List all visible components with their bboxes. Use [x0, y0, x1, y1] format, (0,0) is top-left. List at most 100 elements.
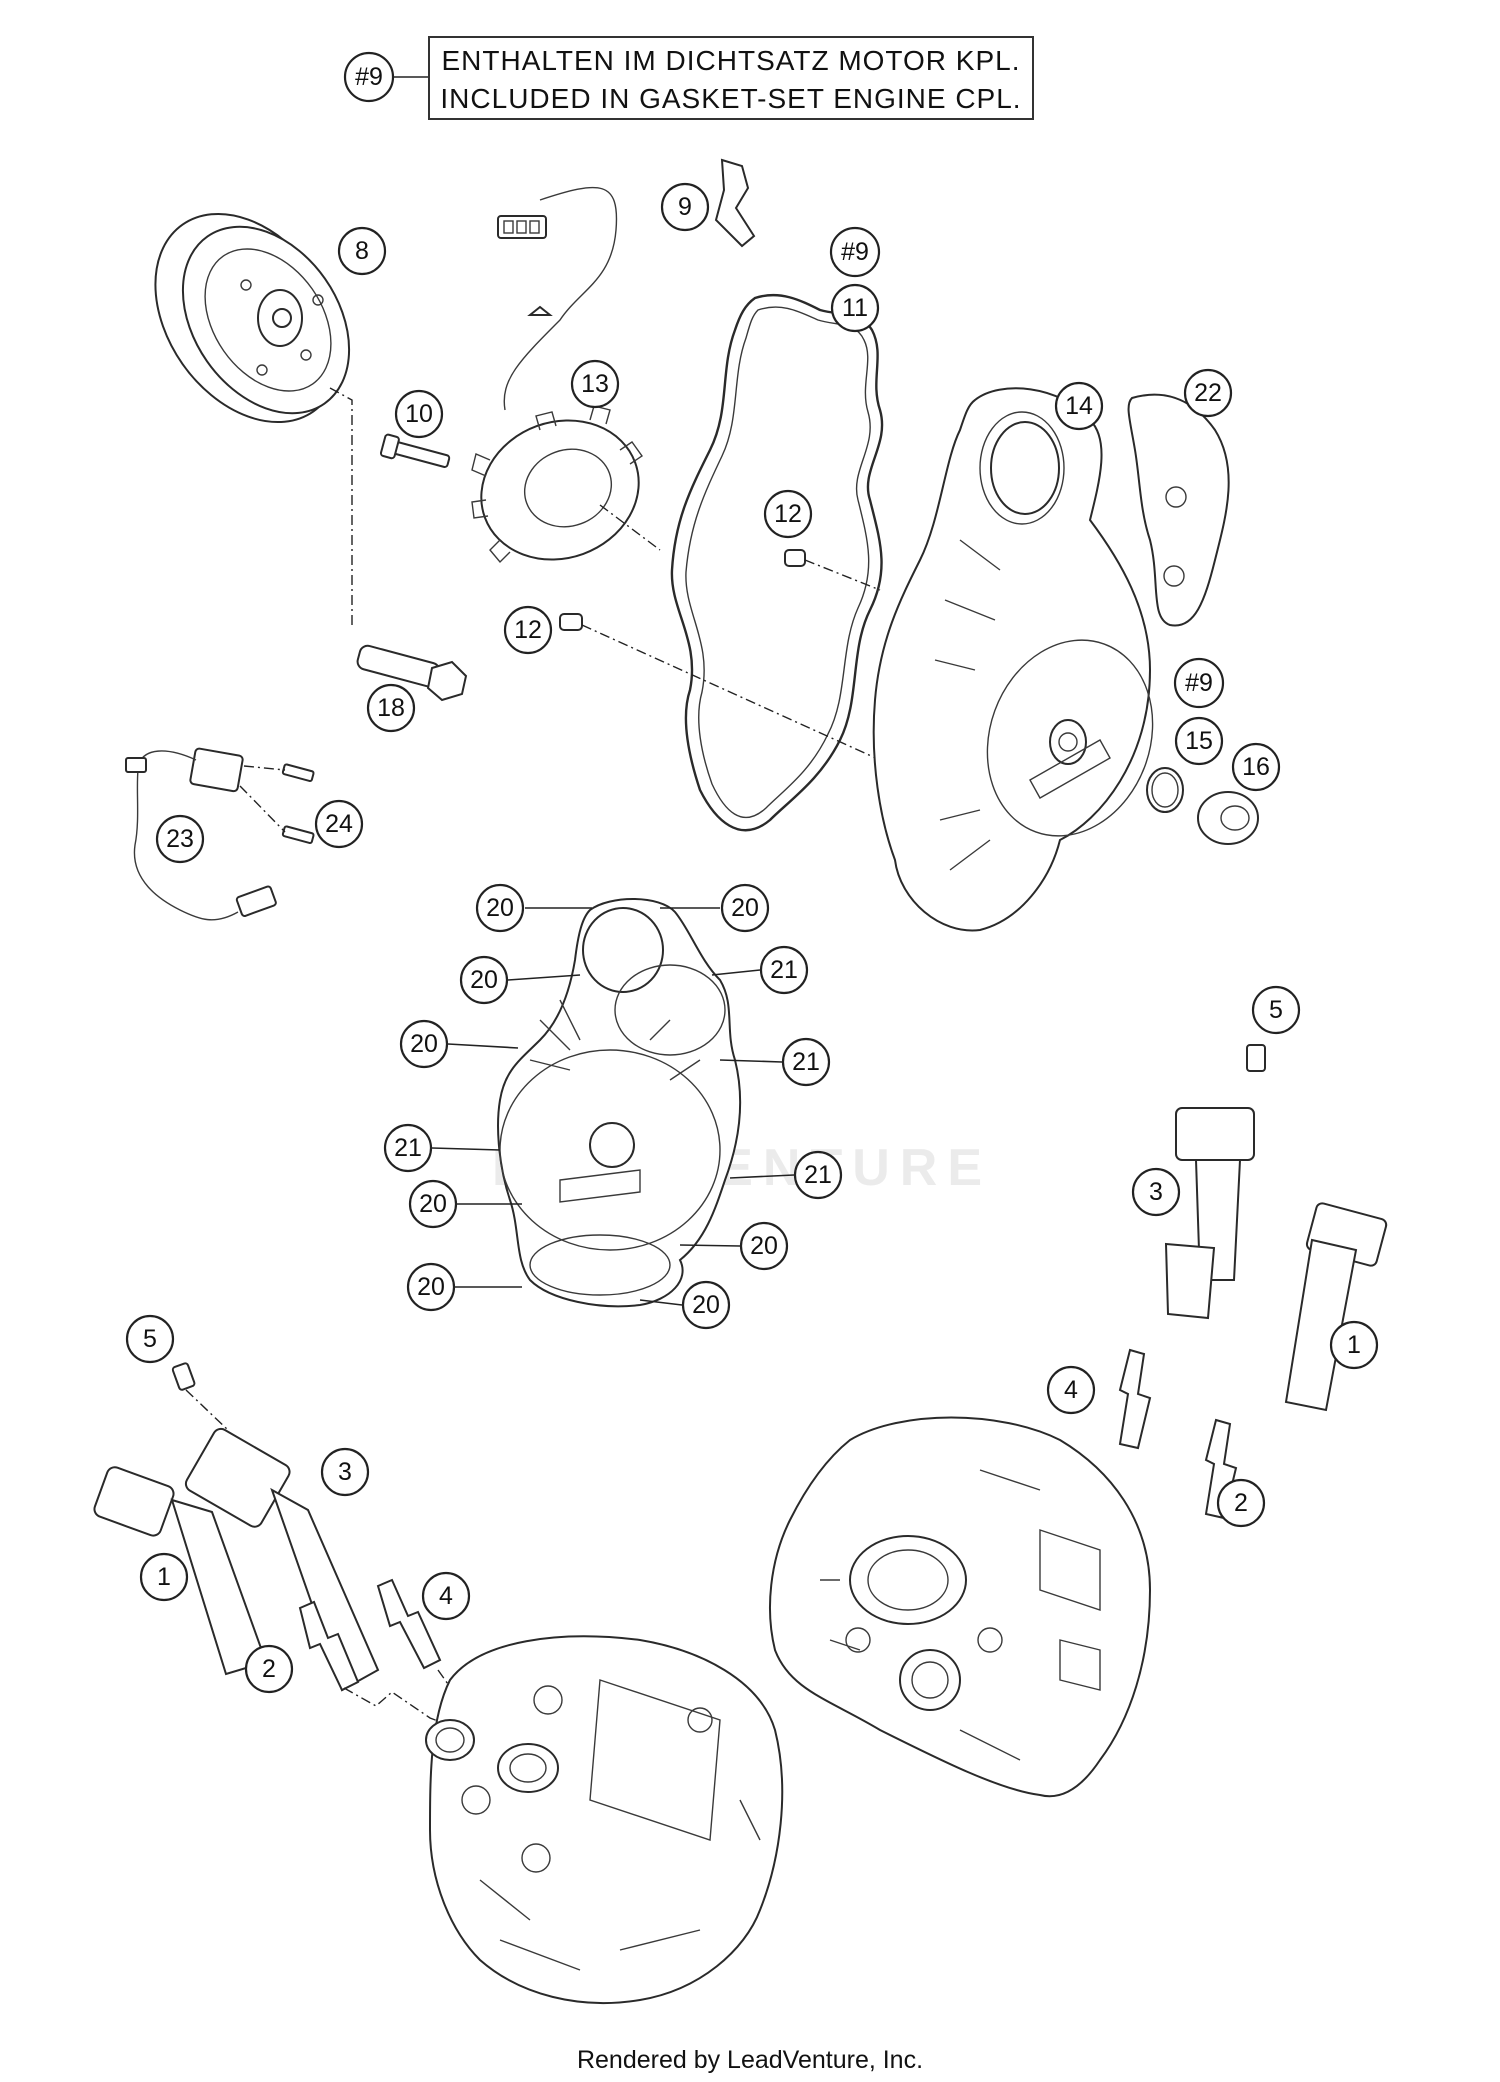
svg-text:4: 4	[439, 1582, 453, 1610]
svg-text:9: 9	[678, 193, 692, 221]
ignition-cover-part[interactable]	[872, 387, 1180, 932]
callout-2-right: 2	[1216, 1478, 1266, 1528]
ignition-cover-bolt-view[interactable]	[497, 898, 742, 1308]
callout-5-left: 5	[125, 1314, 175, 1364]
stick-coil-cylinder-1-part[interactable]	[1164, 1107, 1255, 1320]
svg-text:8: 8	[355, 237, 369, 265]
callout-9: 9	[660, 182, 710, 232]
callout-20-b: 20	[720, 883, 770, 933]
svg-text:21: 21	[792, 1048, 820, 1076]
callout-9-gasket: #9	[829, 226, 881, 278]
svg-text:3: 3	[1149, 1178, 1163, 1206]
leader-stator	[599, 504, 661, 551]
svg-text:20: 20	[419, 1190, 447, 1218]
dowel-pin-part[interactable]	[784, 549, 806, 567]
callout-16: 16	[1231, 742, 1281, 792]
spark-plug-right-1-part[interactable]	[1118, 1348, 1152, 1450]
footer-credit: Rendered by LeadVenture, Inc.	[576, 2046, 924, 2074]
cover-guard-part[interactable]	[1127, 393, 1230, 627]
callout-20-a: 20	[475, 883, 525, 933]
callout-2-left: 2	[244, 1644, 294, 1694]
callout-8: 8	[337, 226, 387, 276]
stick-coil-cylinder-2-part[interactable]	[1284, 1202, 1388, 1412]
svg-text:20: 20	[731, 894, 759, 922]
coil-screw-left-part[interactable]	[171, 1362, 196, 1391]
gasket-set-note: ENTHALTEN IM DICHTSATZ MOTOR KPL. INCLUD…	[428, 36, 1034, 120]
leader-rotor-bolt	[329, 387, 353, 628]
svg-text:11: 11	[842, 294, 868, 322]
crank-sensor-part[interactable]	[125, 747, 277, 921]
callout-15: 15	[1174, 716, 1224, 766]
stator-bolt-part[interactable]	[379, 433, 451, 468]
callout-13: 13	[570, 359, 620, 409]
svg-text:21: 21	[394, 1134, 422, 1162]
callout-21-a: 21	[759, 945, 809, 995]
callout-21-b: 21	[781, 1037, 831, 1087]
callout-4-left: 4	[421, 1571, 471, 1621]
cable-clip-part[interactable]	[714, 158, 756, 248]
note-line-german: ENTHALTEN IM DICHTSATZ MOTOR KPL.	[441, 45, 1021, 76]
coil-screw-right-part[interactable]	[1246, 1044, 1266, 1072]
leader-dowel-1	[804, 559, 881, 591]
callout-18: 18	[366, 683, 416, 733]
callout-20-g: 20	[406, 1262, 456, 1312]
svg-text:20: 20	[470, 966, 498, 994]
callout-3-left: 3	[320, 1447, 370, 1497]
svg-text:#9: #9	[355, 63, 383, 91]
leader-sensor-screw-1	[243, 765, 286, 771]
leader-sensor-screw-2	[239, 785, 286, 833]
svg-text:21: 21	[770, 956, 798, 984]
cylinder-head-rear-part[interactable]	[769, 1416, 1152, 1798]
cover-gasket-part[interactable]	[670, 293, 884, 832]
o-ring-part[interactable]	[1146, 767, 1184, 813]
svg-text:20: 20	[486, 894, 514, 922]
spark-plug-left-2-part[interactable]	[376, 1578, 442, 1670]
rotor-bolt-part[interactable]	[356, 644, 468, 702]
callout-20-f: 20	[739, 1221, 789, 1271]
dowel-pin-part-2[interactable]	[559, 613, 583, 631]
svg-text:20: 20	[692, 1291, 720, 1319]
callout-20-c: 20	[459, 955, 509, 1005]
callout-3-right: 3	[1131, 1167, 1181, 1217]
svg-text:21: 21	[804, 1161, 832, 1189]
callout-5-right: 5	[1251, 985, 1301, 1035]
callout-20-h: 20	[681, 1280, 731, 1330]
spark-plug-left-1-part[interactable]	[298, 1600, 360, 1692]
svg-text:20: 20	[417, 1273, 445, 1301]
bolt-arrow-lines	[431, 907, 795, 1306]
svg-text:5: 5	[143, 1325, 157, 1353]
callout-10: 10	[394, 389, 444, 439]
svg-text:1: 1	[157, 1563, 171, 1591]
callout-20-d: 20	[399, 1019, 449, 1069]
svg-text:14: 14	[1065, 392, 1093, 420]
stick-coil-left-1-part[interactable]	[183, 1426, 380, 1692]
svg-text:16: 16	[1242, 753, 1270, 781]
svg-text:20: 20	[750, 1232, 778, 1260]
svg-text:12: 12	[514, 616, 542, 644]
callout-note-ref-9: #9	[343, 51, 395, 103]
callout-12-upper: 12	[763, 489, 813, 539]
sensor-screw-part[interactable]	[281, 763, 315, 844]
callout-1-left: 1	[139, 1552, 189, 1602]
screw-plug-part[interactable]	[1197, 791, 1259, 845]
svg-text:4: 4	[1064, 1376, 1078, 1404]
svg-text:18: 18	[377, 694, 405, 722]
callout-21-d: 21	[793, 1150, 843, 1200]
callout-20-e: 20	[408, 1179, 458, 1229]
stator-part[interactable]	[462, 186, 659, 582]
svg-text:24: 24	[325, 810, 353, 838]
leader-dowel-2	[581, 624, 881, 761]
callout-11: 11	[830, 283, 880, 333]
callout-4-right: 4	[1046, 1365, 1096, 1415]
svg-text:5: 5	[1269, 996, 1283, 1024]
svg-text:#9: #9	[1185, 669, 1213, 697]
svg-text:15: 15	[1185, 727, 1213, 755]
callout-22: 22	[1183, 368, 1233, 418]
svg-text:23: 23	[166, 825, 194, 853]
svg-text:2: 2	[262, 1655, 276, 1683]
cylinder-head-front-part[interactable]	[425, 1635, 784, 2005]
svg-text:13: 13	[581, 370, 609, 398]
callout-12-lower: 12	[503, 605, 553, 655]
flywheel-rotor-part[interactable]	[117, 179, 383, 458]
